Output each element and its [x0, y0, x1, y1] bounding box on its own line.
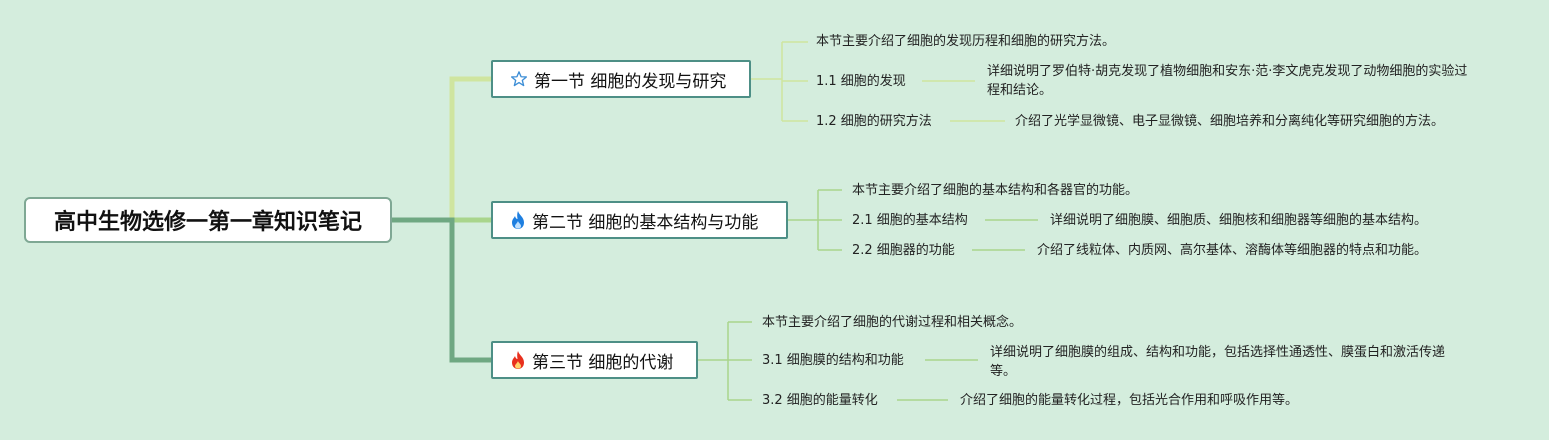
- section-1-summary: 本节主要介绍了细胞的发现历程和细胞的研究方法。: [816, 34, 1116, 49]
- section-3-topic-2-label: 3.2 细胞的能量转化: [762, 393, 878, 408]
- section-1-connectors: [751, 41, 1005, 122]
- section-1-node[interactable]: 第一节 细胞的发现与研究: [491, 60, 751, 98]
- section-2-topic-1-label: 2.1 细胞的基本结构: [852, 213, 968, 228]
- root-node[interactable]: 高中生物选修一第一章知识笔记: [24, 197, 392, 243]
- fire-blue-icon: [510, 210, 526, 230]
- section-3-topic-2-detail: 介绍了细胞的能量转化过程，包括光合作用和呼吸作用等。: [960, 393, 1299, 408]
- section-1-title: 第一节 细胞的发现与研究: [534, 71, 727, 92]
- section-1-topic-1-detail: 详细说明了罗伯特·胡克发现了植物细胞和安东·范·李文虎克发现了动物细胞的实验过程…: [987, 64, 1468, 98]
- section-3-node[interactable]: 第三节 细胞的代谢: [491, 341, 698, 379]
- section-2-topic-2-label: 2.2 细胞器的功能: [852, 243, 955, 258]
- section-3-connectors: [698, 321, 978, 401]
- section-2-title: 第二节 细胞的基本结构与功能: [532, 212, 759, 233]
- section-2-connectors: [788, 189, 1038, 251]
- section-1-topic-2-detail: 介绍了光学显微镜、电子显微镜、细胞培养和分离纯化等研究细胞的方法。: [1015, 114, 1445, 129]
- section-2-summary: 本节主要介绍了细胞的基本结构和各器官的功能。: [852, 183, 1139, 198]
- section-1-topic-1-label: 1.1 细胞的发现: [816, 74, 906, 89]
- section-3-summary: 本节主要介绍了细胞的代谢过程和相关概念。: [762, 315, 1023, 330]
- branch-line-1: [392, 76, 491, 223]
- section-3-topic-1-label: 3.1 细胞膜的结构和功能: [762, 353, 904, 368]
- root-title: 高中生物选修一第一章知识笔记: [53, 210, 362, 235]
- branch-line-3: [392, 217, 491, 363]
- section-2-node[interactable]: 第二节 细胞的基本结构与功能: [491, 201, 788, 239]
- section-2-topic-2-detail: 介绍了线粒体、内质网、高尔基体、溶酶体等细胞器的特点和功能。: [1037, 243, 1428, 258]
- section-1-topic-2-label: 1.2 细胞的研究方法: [816, 114, 932, 129]
- star-icon: [510, 70, 528, 88]
- section-2-topic-1-detail: 详细说明了细胞膜、细胞质、细胞核和细胞器等细胞的基本结构。: [1050, 213, 1428, 228]
- section-3-title: 第三节 细胞的代谢: [532, 352, 674, 373]
- section-3-topic-1-detail: 详细说明了细胞膜的组成、结构和功能，包括选择性通透性、膜蛋白和激活传递等。: [990, 345, 1446, 379]
- fire-red-icon: [510, 350, 526, 370]
